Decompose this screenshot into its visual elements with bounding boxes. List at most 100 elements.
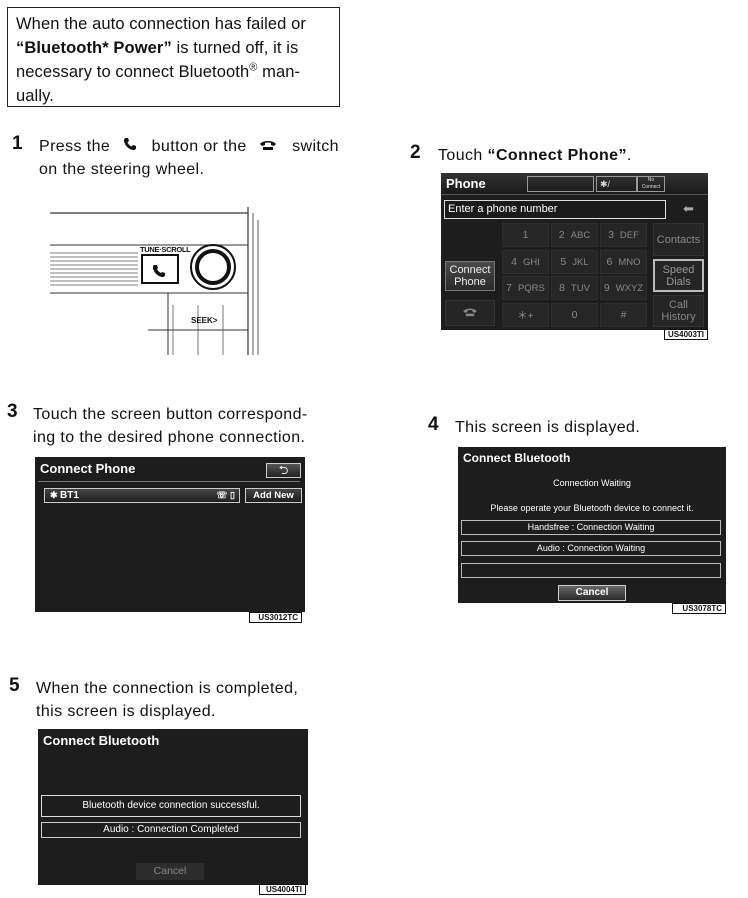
phone-icon (123, 135, 139, 158)
no-connect-indicator: No Connect (637, 176, 665, 192)
backspace-icon[interactable]: ⬅ (683, 201, 694, 216)
seek-label: SEEK> (191, 316, 218, 325)
key-letters: MNO (618, 256, 641, 268)
step-number: 5 (9, 675, 20, 696)
step-2-text: Touch “Connect Phone”. (410, 144, 710, 167)
phone-screen-title: Phone (441, 173, 708, 195)
add-new-button[interactable]: Add New (245, 488, 302, 503)
phone-number-input[interactable]: Enter a phone number (444, 200, 666, 219)
keypad-key[interactable]: ＊+ (502, 303, 549, 327)
key-digit: 7 (506, 282, 512, 294)
bluetooth-indicator: ✱/ (596, 176, 637, 192)
key-digit: 4 (511, 256, 517, 268)
note-bold: “Bluetooth* Power” (16, 39, 172, 57)
instruction-text: Please operate your Bluetooth device to … (490, 503, 694, 513)
step-5: 5 When the connection is completed, this… (9, 675, 341, 723)
back-button[interactable]: ⮌ (266, 463, 301, 478)
keypad-key[interactable]: 7 PQRS (502, 276, 549, 300)
success-message: Bluetooth device connection successful. (41, 795, 301, 817)
step-1-text-a: Press the (39, 138, 111, 155)
empty-status-row (461, 563, 721, 578)
figure-code: US4004TI (259, 884, 306, 895)
note-line-4: ually. (16, 87, 54, 105)
note-line-2: “Bluetooth* Power” is turned off, it is (16, 36, 331, 60)
phone-screen: Phone ✱/ No Connect Enter a phone number… (441, 173, 708, 330)
step-4-text: This screen is displayed. (455, 419, 641, 436)
keypad-key[interactable]: # (600, 303, 647, 327)
step-5-line-2: this screen is displayed. (36, 703, 216, 720)
keypad-key[interactable]: 4 GHI (502, 250, 549, 274)
step-3-line-2: ing to the desired phone connection. (33, 429, 306, 446)
phone-name-field (527, 176, 594, 192)
contacts-button[interactable]: Contacts (653, 223, 704, 256)
keypad-key[interactable]: 3 DEF (600, 223, 647, 247)
keypad-key[interactable]: 8 TUV (551, 276, 598, 300)
call-history-button[interactable]: Call History (653, 295, 704, 327)
device-name: BT1 (60, 490, 79, 501)
tune-scroll-label: TUNE·SCROLL (140, 245, 191, 254)
key-letters: ABC (570, 229, 591, 241)
figure-code: US4003TI (664, 329, 708, 340)
cancel-button[interactable]: Cancel (136, 863, 204, 880)
key-digit: 9 (603, 282, 610, 294)
key-letters: GHI (522, 256, 540, 268)
title-divider (38, 481, 300, 482)
note-line-3: necessary to connect Bluetooth® man- (16, 60, 331, 84)
bluetooth-icon: ✱ (50, 490, 61, 500)
step-number: 2 (410, 142, 421, 163)
speed-dials-button[interactable]: Speed Dials (653, 259, 704, 292)
step-5-line-1: When the connection is completed, (36, 680, 299, 697)
audio-status: Audio : Connection Waiting (461, 541, 721, 556)
note-line-3-rest: man- (257, 63, 301, 81)
keypad-key[interactable]: 6 MNO (600, 250, 647, 274)
step-number: 3 (7, 401, 18, 422)
device-bt1-button[interactable]: ✱ BT1 ☏ ▯ (44, 488, 240, 503)
key-digit: 3 (608, 229, 614, 241)
key-digit: 2 (558, 229, 565, 241)
keypad-key[interactable]: 1 (502, 223, 549, 247)
figure-code: US3078TC (672, 603, 726, 614)
note-line-1: When the auto connection has failed or (16, 15, 306, 33)
audio-status: Audio : Connection Completed (41, 822, 301, 838)
connect-bluetooth-complete-screen: Connect Bluetooth Bluetooth device conne… (38, 729, 308, 885)
key-digit: 8 (559, 282, 565, 294)
keypad-key[interactable]: 9 WXYZ (600, 276, 647, 300)
on-hook-button[interactable] (445, 300, 495, 326)
step-number: 1 (12, 133, 23, 154)
step-3-text: Touch the screen button correspond- ing … (7, 403, 337, 449)
keypad-key[interactable]: 2 ABC (551, 223, 598, 247)
steering-panel-illustration: TUNE·SCROLL SEEK> (48, 205, 268, 355)
keypad-key[interactable]: 0 (551, 303, 598, 327)
step-1-text-d: on the steering wheel. (39, 161, 205, 178)
connect-bluetooth-title: Connect Bluetooth (463, 451, 571, 465)
figure-code: US3012TC (249, 612, 302, 623)
key-digit: ＊+ (517, 309, 534, 322)
note-line-3-text: necessary to connect Bluetooth (16, 63, 250, 81)
key-letters: PQRS (517, 282, 545, 294)
cancel-button[interactable]: Cancel (558, 585, 626, 601)
step-3-line-1: Touch the screen button correspond- (33, 406, 308, 423)
key-letters: WXYZ (615, 282, 644, 294)
step-1: 1 Press the button or the switch on the … (12, 133, 342, 181)
step-2-text-a: Touch (438, 147, 488, 164)
connect-bluetooth-title: Connect Bluetooth (43, 733, 160, 748)
step-number: 4 (428, 414, 439, 435)
key-letters: TUV (570, 282, 590, 294)
key-letters: DEF (619, 229, 639, 241)
note-box: When the auto connection has failed or “… (7, 7, 340, 107)
connect-phone-screen: Connect Phone ⮌ ✱ BT1 ☏ ▯ Add New (35, 457, 305, 612)
note-line-2-rest: is turned off, it is (171, 39, 299, 57)
connect-phone-button[interactable]: Connect Phone (445, 261, 495, 291)
step-1-text-c: switch (292, 138, 339, 155)
key-digit: 0 (571, 309, 578, 321)
registered-mark: ® (249, 61, 258, 74)
key-digit: 6 (606, 256, 613, 268)
connect-phone-title: Connect Phone (40, 461, 136, 476)
step-5-text: When the connection is completed, this s… (9, 677, 341, 723)
step-2: 2 Touch “Connect Phone”. (410, 142, 710, 167)
key-digit: 1 (522, 229, 529, 241)
key-digit: # (620, 309, 627, 321)
handsfree-status: Handsfree : Connection Waiting (461, 520, 721, 535)
step-4: 4 This screen is displayed. (428, 414, 728, 439)
